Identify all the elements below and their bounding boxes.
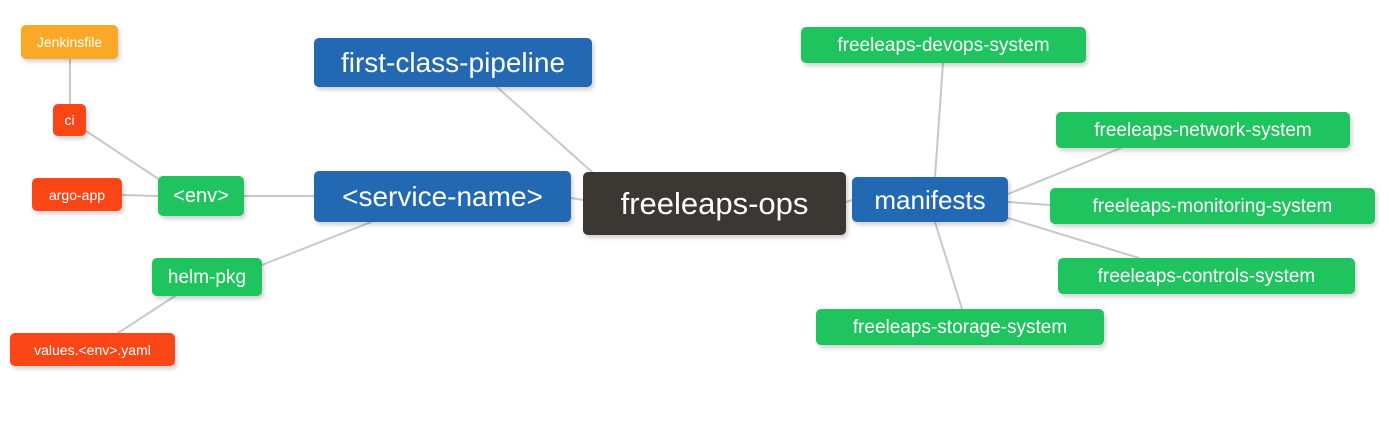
- node-pipeline[interactable]: first-class-pipeline: [314, 38, 592, 87]
- node-helm-pkg[interactable]: helm-pkg: [152, 258, 262, 296]
- node-label-controls: freeleaps-controls-system: [1097, 265, 1316, 287]
- edge-helm-pkg-to-service-name: [261, 221, 372, 266]
- edge-pipeline-to-freeleaps-ops: [496, 86, 593, 173]
- node-devops[interactable]: freeleaps-devops-system: [801, 27, 1086, 63]
- edge-argo-app-to-env: [121, 194, 159, 197]
- node-manifests[interactable]: manifests: [852, 177, 1008, 222]
- node-monitoring[interactable]: freeleaps-monitoring-system: [1050, 188, 1375, 224]
- node-storage[interactable]: freeleaps-storage-system: [816, 309, 1104, 345]
- node-label-pipeline: first-class-pipeline: [340, 46, 566, 78]
- node-env[interactable]: <env>: [158, 176, 244, 216]
- node-controls[interactable]: freeleaps-controls-system: [1058, 258, 1355, 294]
- edge-manifests-to-controls: [1007, 217, 1140, 259]
- node-label-jenkinsfile: Jenkinsfile: [36, 34, 103, 50]
- node-label-network: freeleaps-network-system: [1094, 119, 1312, 141]
- node-argo-app[interactable]: argo-app: [32, 178, 122, 211]
- edge-manifests-to-devops: [934, 62, 944, 178]
- node-network[interactable]: freeleaps-network-system: [1056, 112, 1350, 148]
- edge-values-to-helm-pkg: [117, 295, 176, 334]
- node-label-helm-pkg: helm-pkg: [167, 266, 247, 288]
- node-label-service-name: <service-name>: [342, 180, 543, 212]
- edge-service-name-to-freeleaps-ops: [570, 197, 584, 201]
- node-label-devops: freeleaps-devops-system: [837, 34, 1050, 56]
- node-label-storage: freeleaps-storage-system: [852, 316, 1068, 338]
- node-label-ci: ci: [64, 112, 75, 128]
- edge-ci-to-env: [85, 130, 161, 181]
- node-label-env: <env>: [173, 185, 229, 207]
- node-label-manifests: manifests: [874, 184, 986, 215]
- node-values[interactable]: values.<env>.yaml: [10, 333, 175, 366]
- node-label-values: values.<env>.yaml: [34, 341, 151, 358]
- node-ci[interactable]: ci: [53, 104, 86, 136]
- node-freeleaps-ops[interactable]: freeleaps-ops: [583, 172, 846, 235]
- node-label-argo-app: argo-app: [48, 186, 106, 203]
- edge-manifests-to-monitoring: [1007, 201, 1051, 206]
- node-service-name[interactable]: <service-name>: [314, 171, 571, 222]
- node-label-monitoring: freeleaps-monitoring-system: [1092, 195, 1333, 217]
- node-label-freeleaps-ops: freeleaps-ops: [620, 186, 809, 221]
- edge-manifests-to-storage: [934, 221, 963, 310]
- node-jenkinsfile[interactable]: Jenkinsfile: [21, 25, 118, 59]
